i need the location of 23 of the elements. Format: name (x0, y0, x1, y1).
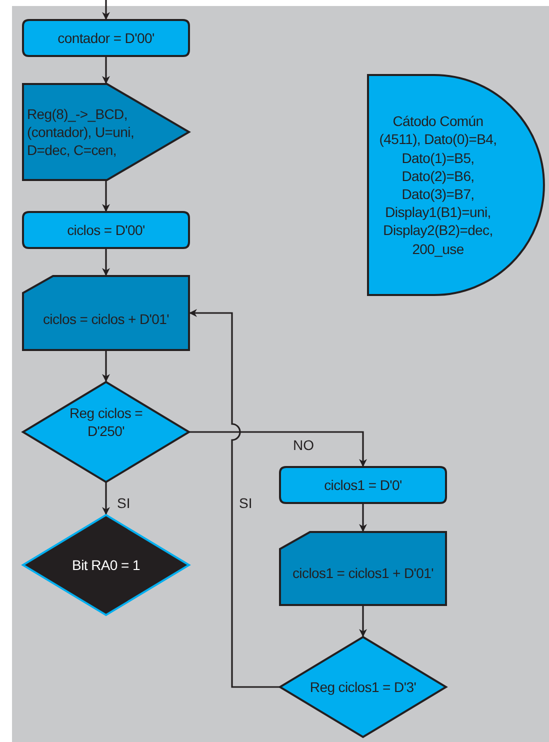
arrow (102, 0, 110, 20)
node-text: ciclos1 = D'0' (324, 476, 402, 494)
edge-label: NO (292, 438, 315, 454)
node-text: Cátodo Común (4511), Dato(0)=B4, Dato(1)=B5, Dato(2)=B6, Dato(3)=B7, Display1(B1)=uni, Display2(B2)=dec, 200_use (378, 112, 498, 258)
arrow (102, 350, 110, 382)
node-text: ciclos = ciclos + D'01' (42, 310, 170, 328)
arrow (102, 248, 110, 276)
edge-label: SI (238, 496, 254, 512)
arrow (189, 309, 280, 688)
edge-label: SI (116, 496, 132, 512)
node-text: Reg(8)_->_BCD, (contador), U=uni, D=dec, C=cen, (27, 104, 136, 160)
arrow (102, 180, 110, 212)
node-text: contador = D'00' (58, 28, 154, 48)
node-text: Bit RA0 = 1 (72, 556, 140, 574)
node-text: ciclos = D'00' (67, 220, 145, 240)
arrow (359, 605, 367, 637)
node-text: ciclos1 = ciclos1 + D'01' (292, 564, 434, 583)
arrow (189, 431, 367, 467)
arrow (102, 482, 110, 515)
node-text: Reg ciclos1 = D'3' (310, 678, 416, 696)
arrow (102, 56, 110, 84)
arrow (359, 503, 367, 532)
node-text: Reg ciclos = D'250' (68, 404, 144, 440)
